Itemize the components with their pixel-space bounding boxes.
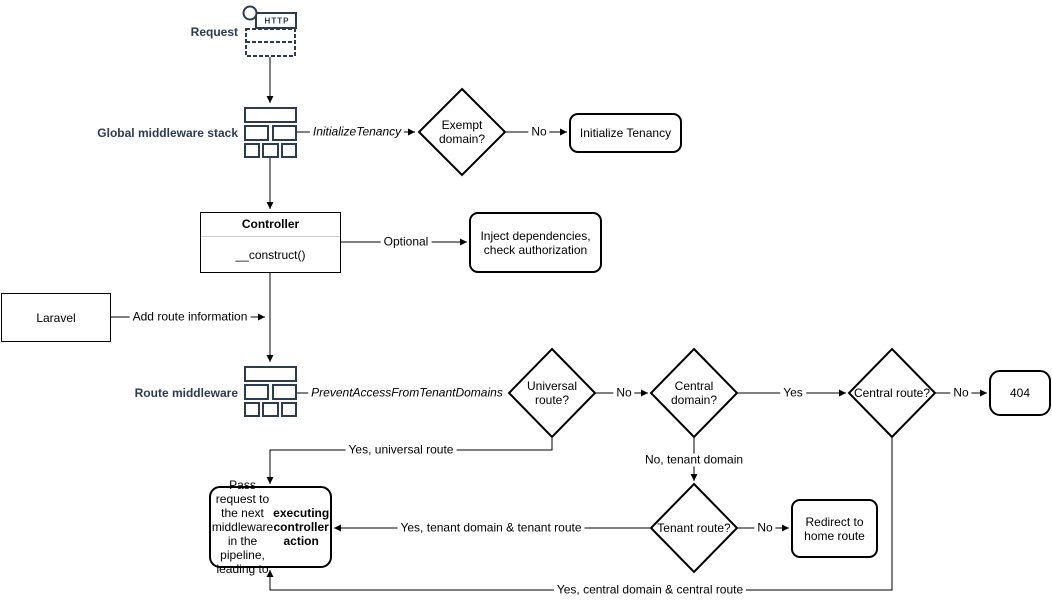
pass-request-label-bold: executing controller action [273,506,330,548]
edge-label-universal-no: No [613,386,635,400]
controller-title: Controller [241,217,300,231]
edge-label-central-domain-no: No, tenant domain [641,453,747,467]
stack-row3b [262,402,279,417]
stack-row3c [281,143,297,158]
redirect-home-label: Redirect to home route [804,514,865,543]
initialize-tenancy-label: Initialize Tenancy [579,126,672,140]
stack-row1 [244,366,297,382]
laravel-label: Laravel [36,310,76,325]
http-circle-icon [242,5,258,21]
universal-route-diamond [507,347,597,439]
central-route-label: Central route? [853,386,931,400]
stack-row2b [272,384,297,400]
http-icon-label: HTTP [264,16,290,26]
central-route-diamond [847,347,937,439]
inject-dependencies-box [469,212,602,273]
exempt-domain-diamond [417,87,507,177]
stack-row3a [244,402,260,417]
controller-member: __construct() [235,247,306,262]
request-label: Request [190,25,238,39]
inject-dependencies-label: Inject dependencies, check authorization [480,228,591,257]
edge-label-central-domain-yes: Yes [780,386,806,400]
tenant-route-diamond [649,482,739,574]
tenant-route-label: Tenant route? [657,521,731,535]
central-domain-label: Central domain? [670,379,718,407]
edge-label-prevent-access: PreventAccessFromTenantDomains [308,386,506,400]
controller-box [200,212,341,273]
stack-row1 [244,107,297,123]
redirect-home-box [791,499,878,558]
edge-label-exempt-no: No [528,125,550,139]
universal-route-label: Universal route? [526,379,577,407]
global-middleware-stack-label: Global middleware stack [97,126,238,140]
stack-row2b [272,125,297,141]
pass-request-label-normal: Pass request to the next middleware in t… [211,478,274,576]
stack-row3c [281,402,297,417]
404-box [989,370,1051,416]
edge-label-universal-yes: Yes, universal route [345,443,457,457]
pass-request-label: Pass request to the next middleware in t… [212,478,330,576]
edge-label-tenant-yes: Yes, tenant domain & tenant route [397,521,585,535]
edge-label-central-route-yes: Yes, central domain & central route [553,583,747,597]
laravel-box [1,293,111,342]
stack-row2a [244,384,269,400]
central-domain-diamond [649,347,739,439]
stack-row3a [244,143,260,158]
edge-label-optional: Optional [380,235,432,249]
global-middleware-stack-icon [244,107,297,158]
route-middleware-stack-icon [244,366,297,417]
initialize-tenancy-box [569,113,682,153]
stack-row3b [262,143,279,158]
edge-label-tenant-no: No [754,521,776,535]
edge-label-initialize-tenancy: InitializeTenancy [309,125,405,139]
pass-request-box [209,486,332,568]
edge-label-central-route-no: No [950,386,972,400]
edge-label-add-route-information: Add route information [129,310,251,324]
exempt-domain-label: Exempt domain? [438,118,486,146]
http-request-icon [242,5,297,57]
stack-row2a [244,125,269,141]
route-middleware-label: Route middleware [134,386,238,400]
404-label: 404 [1009,386,1031,400]
